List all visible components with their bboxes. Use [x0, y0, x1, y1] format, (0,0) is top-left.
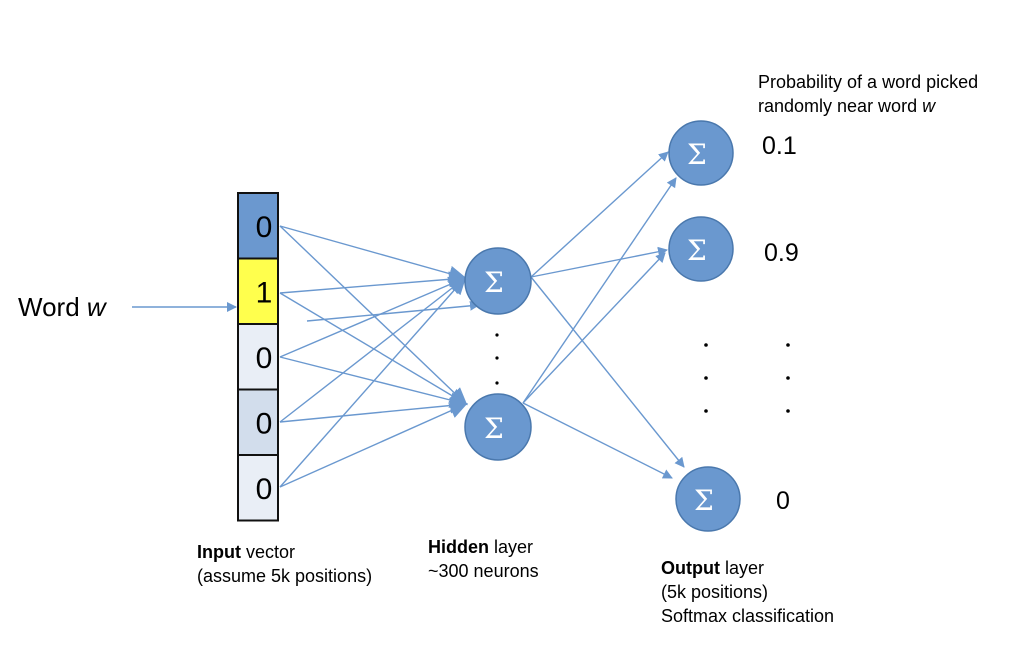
- input-caption-line2: (assume 5k positions): [197, 566, 373, 586]
- output-caption-bold: Output: [661, 558, 720, 578]
- input-vector-cell-value: 0: [256, 342, 273, 375]
- output-caption-rest: layer: [719, 558, 764, 578]
- output-layer-caption: Output layer (5k positions) Softmax clas…: [661, 556, 834, 628]
- input-to-hidden-edge: [279, 271, 467, 294]
- input-vector-cell-value: 1: [256, 276, 273, 309]
- word-label-text: Word: [18, 292, 87, 322]
- input-to-hidden-edge: [279, 276, 467, 488]
- probability-title-text: randomly near word: [758, 96, 923, 116]
- hidden-caption-rest: layer: [489, 537, 534, 557]
- input-to-hidden-edge: [279, 356, 468, 408]
- input-vector-cell: 1: [237, 257, 279, 325]
- output-ellipsis: [704, 343, 708, 413]
- input-caption-rest: vector: [240, 542, 296, 562]
- probability-value: 0.1: [762, 132, 797, 160]
- input-to-hidden-edge: [279, 397, 468, 423]
- sigma-icon: Σ: [694, 484, 714, 517]
- output-neuron: Σ: [668, 120, 734, 186]
- hidden-caption-line2: ~300 neurons: [428, 561, 539, 581]
- input-vector-cell-value: 0: [256, 407, 273, 440]
- probability-title-variable: w: [922, 96, 936, 116]
- hidden-caption-bold: Hidden: [428, 537, 489, 557]
- hidden-ellipsis: [495, 333, 499, 385]
- hidden-to-output-edge: [530, 246, 668, 278]
- input-vector: 0 1 0 0 0: [237, 192, 279, 522]
- hidden-layer-caption: Hidden layer ~300 neurons: [428, 535, 539, 583]
- input-vector-cell: 0: [237, 454, 279, 522]
- probability-ellipsis: [786, 343, 790, 413]
- input-vector-cell: 0: [237, 323, 279, 391]
- input-to-hidden-edge: [279, 403, 468, 488]
- probability-value: 0.9: [764, 239, 799, 267]
- probability-value: 0: [776, 487, 790, 515]
- output-caption-line3: Softmax classification: [661, 606, 835, 626]
- output-caption-line2: (5k positions): [661, 582, 769, 602]
- hidden-to-output-edge: [522, 252, 666, 404]
- input-vector-cell-value: 0: [256, 211, 273, 244]
- input-to-hidden-edge: [279, 276, 467, 358]
- input-vector-cell: 0: [237, 192, 279, 260]
- probability-title-line1: Probability of a word picked: [758, 72, 979, 92]
- input-to-hidden-edge: [279, 276, 467, 423]
- input-to-hidden-edge: [306, 300, 480, 322]
- probability-title: Probability of a word picked randomly ne…: [758, 70, 978, 118]
- input-vector-cell: 0: [237, 388, 279, 456]
- word-w-label: Word w: [18, 292, 106, 322]
- input-to-hidden-edge: [279, 292, 468, 406]
- hidden-neuron: Σ: [464, 247, 532, 315]
- sigma-icon: Σ: [484, 412, 504, 445]
- output-neuron: Σ: [668, 216, 734, 282]
- input-vector-cell-value: 0: [256, 473, 273, 506]
- word-variable: w: [86, 292, 106, 322]
- sigma-icon: Σ: [484, 266, 504, 299]
- sigma-icon: Σ: [687, 234, 707, 267]
- hidden-to-output-edge: [522, 177, 677, 404]
- hidden-to-output-edge: [522, 402, 673, 479]
- hidden-neuron: Σ: [464, 393, 532, 461]
- hidden-to-output-edge: [530, 151, 669, 278]
- input-caption-bold: Input: [197, 542, 241, 562]
- input-vector-caption: Input vector (assume 5k positions): [197, 540, 372, 588]
- hidden-to-output-edge: [530, 276, 685, 468]
- output-neuron: Σ: [675, 466, 741, 532]
- probability-title-line2: randomly near word w: [758, 94, 978, 118]
- edges: [279, 151, 685, 488]
- sigma-icon: Σ: [687, 138, 707, 171]
- input-to-hidden-edge: [279, 225, 467, 282]
